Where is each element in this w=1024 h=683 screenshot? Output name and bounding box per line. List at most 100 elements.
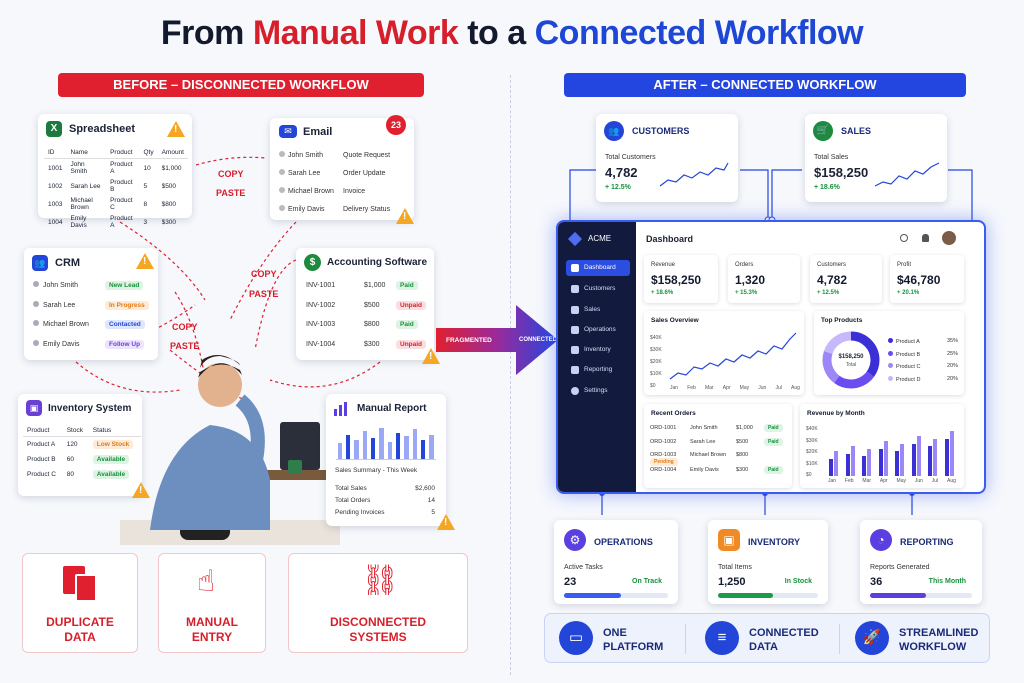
sidebar-item-sales[interactable]: Sales [566,302,630,318]
report-bar [420,439,426,459]
donut-slice [822,331,880,389]
brand-name: ACME [588,234,612,243]
sidebar-item-settings[interactable]: Settings [566,383,630,399]
customers-title: CUSTOMERS [632,126,690,136]
stressed-worker-illustration [120,355,340,545]
report-bar [354,439,359,459]
kpi-profit: Profit$46,780+ 20.1% [890,255,964,303]
sales-label: Total Sales [814,154,849,161]
box-icon [571,346,579,354]
sidebar-item-dashboard[interactable]: Dashboard [566,260,630,276]
donut-slice [822,331,880,389]
warning-icon [396,208,414,224]
revenue-bar [867,448,871,476]
broken-link-icon: ⛓ [361,564,400,597]
accounting-title: Accounting Software [327,257,428,268]
sidebar-item-inventory[interactable]: Inventory [566,342,630,358]
status-badge: Paid [764,424,783,432]
sidebar-item-reporting[interactable]: Reporting [566,362,630,378]
status-badge: Paid [396,281,418,290]
revenue-bar [916,436,921,476]
status-badge: Pending [650,458,678,466]
revenue-bar [949,431,954,476]
bell-icon[interactable] [922,234,929,242]
status-badge: Unpaid [396,300,427,310]
box-icon: ▣ [718,529,740,551]
report-bar [345,434,351,459]
status-badge: New Lead [105,281,144,290]
sales-overview-yticks: $40K$30K$20K$10K$0 [650,335,662,389]
revenue-bar [845,453,850,476]
operations-card: ⚙ OPERATIONS Active Tasks 23 On Track [554,520,678,604]
status-badge: Low Stock [92,439,134,449]
connected-label: CONNECTED [519,337,558,343]
box-icon: ▣ [26,400,42,416]
sales-sparkline [874,162,940,187]
sales-value: $158,250 [814,165,869,180]
status-badge: Paid [764,466,783,474]
status-badge: In Progress [105,300,149,310]
connection-lines [569,169,973,515]
center-divider [510,75,511,675]
acme-logo-icon [567,231,583,247]
report-bar [395,432,401,459]
cart-icon [571,306,579,314]
report-bar [379,427,384,459]
copy-label-1: COPY [218,169,244,179]
revenue-bar [878,448,883,476]
before-banner: BEFORE – DISCONNECTED WORKFLOW [58,73,424,97]
paste-label-2: PASTE [249,289,279,299]
search-icon[interactable] [900,234,908,242]
cart-icon: 🛒 [813,121,833,141]
revenue-bar-chart [826,426,958,476]
reporting-card: ◔ REPORTING Reports Generated 36 This Mo… [860,520,982,604]
email-unread-badge: 23 [386,115,406,135]
paste-label-1: PASTE [216,188,246,198]
after-banner: AFTER – CONNECTED WORKFLOW [564,73,966,97]
transition-arrow [436,305,558,375]
manual-report-title: Manual Report [357,403,427,414]
warning-icon [132,482,150,498]
sales-card: 🛒 SALES Total Sales $158,250 + 18.6% [805,114,947,202]
status-badge: Available [92,454,130,464]
donut-center-value: $158,250 [838,354,864,360]
gear-icon: ⚙ [564,529,586,551]
avatar[interactable] [942,231,956,245]
warning-icon [136,253,154,269]
report-subtitle: Sales Summary - This Week [335,467,418,474]
duplicate-docs-icon [63,566,99,602]
sales-change: + 18.6% [814,184,840,191]
donut-slice [822,331,880,389]
pointing-hand-icon: ☝ [197,565,216,598]
sidebar-item-customers[interactable]: Customers [566,281,630,297]
sales-title: SALES [841,126,872,136]
sidebar-item-operations[interactable]: Operations [566,322,630,338]
bar-chart-icon [571,366,579,374]
revenue-bar [883,441,888,476]
